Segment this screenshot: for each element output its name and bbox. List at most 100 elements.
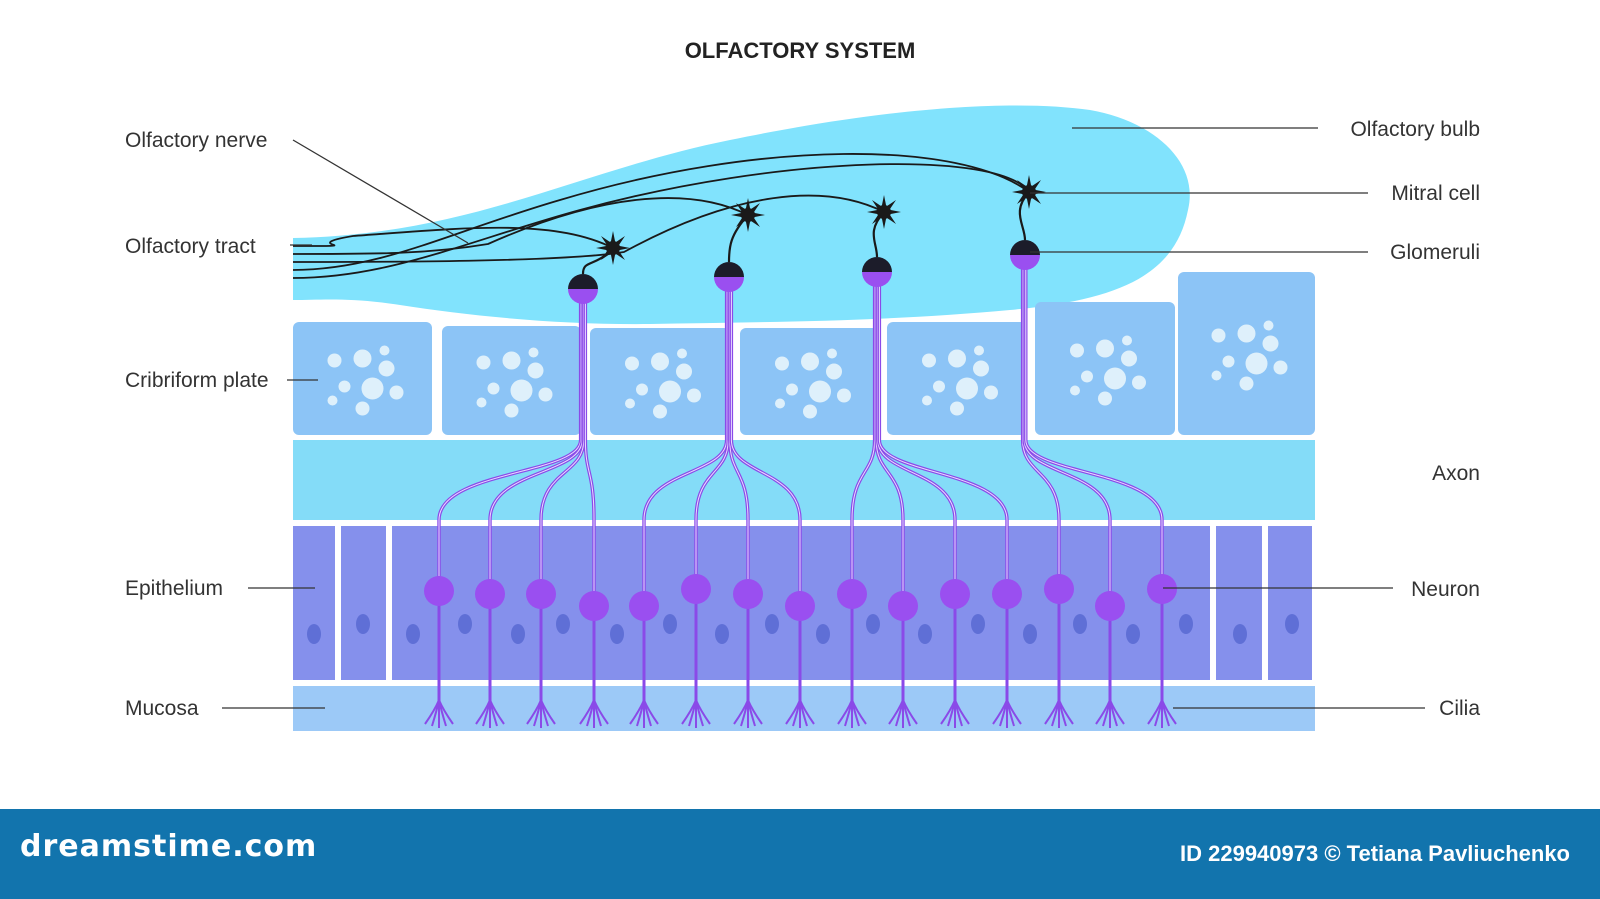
plate-pore — [527, 362, 544, 379]
supporting-cell-nucleus — [556, 614, 570, 634]
neuron-cell-body — [1044, 574, 1074, 604]
plate-pore — [378, 360, 395, 377]
plate-pore — [922, 395, 932, 406]
glomerulus-bottom — [714, 277, 744, 292]
tract-fiber — [292, 197, 749, 255]
cilia — [424, 589, 1177, 729]
cilium — [540, 699, 556, 725]
plate-pore — [653, 404, 667, 419]
plate-pore — [803, 404, 817, 419]
supporting-cell — [1216, 526, 1262, 680]
mitral-cell-body — [741, 208, 755, 222]
supporting-cell-nucleus — [1179, 614, 1193, 634]
plate-pore — [676, 363, 692, 380]
glomerulus-bottom — [568, 289, 598, 304]
cribriform-block — [740, 328, 880, 435]
cilium — [851, 699, 867, 725]
label-cribriform-plate: Cribriform plate — [125, 369, 269, 392]
cilium — [643, 699, 659, 725]
plate-pore — [1262, 335, 1279, 352]
cilium — [1109, 699, 1125, 725]
cilium — [747, 699, 763, 725]
axon-fiber-core — [438, 303, 582, 591]
leader-olfactory-nerve — [292, 139, 469, 244]
label-olfactory-nerve: Olfactory nerve — [125, 129, 267, 152]
supporting-cell — [1268, 526, 1312, 680]
label-olfactory-tract: Olfactory tract — [125, 235, 256, 258]
plate-pore — [775, 398, 785, 409]
plate-pore — [1098, 391, 1112, 406]
plate-pore — [950, 401, 964, 416]
axon-fiber-core — [1025, 269, 1163, 589]
cribriform-block — [293, 322, 432, 435]
axon-fiber-core — [1022, 269, 1060, 589]
cribriform-block — [590, 328, 730, 435]
plate-pore — [826, 363, 842, 380]
neuron-cell-body — [1147, 574, 1177, 604]
plate-pore — [355, 401, 370, 416]
plate-pore — [827, 348, 837, 359]
supporting-cell-nucleus — [715, 624, 729, 644]
plate-pore — [956, 377, 978, 400]
plate-pore — [1104, 367, 1126, 390]
plate-pore — [504, 403, 519, 418]
leader-lines — [222, 127, 1425, 709]
plate-pore — [1245, 352, 1268, 375]
neuron-cell-body — [785, 591, 815, 621]
tract-fiber — [292, 153, 1030, 271]
plate-pore — [476, 355, 491, 370]
cilium — [799, 699, 815, 725]
supporting-cell-nucleus — [356, 614, 370, 634]
label-mitral-cell: Mitral cell — [1391, 182, 1480, 205]
plate-pore — [379, 345, 390, 356]
cilium — [593, 699, 609, 725]
neurons — [424, 574, 1177, 621]
axon-fiber-core — [489, 303, 583, 594]
plate-pore — [1273, 360, 1288, 375]
plate-pore — [1211, 328, 1226, 343]
supporting-cell-nucleus — [511, 624, 525, 644]
plate-pore — [1096, 339, 1114, 358]
label-glomeruli: Glomeruli — [1390, 241, 1480, 264]
plate-pore — [353, 349, 372, 368]
cilium — [954, 699, 970, 725]
footer-credit: ID 229940973 © Tetiana Pavliuchenko — [1180, 841, 1570, 866]
plate-pore — [933, 380, 945, 393]
label-neuron: Neuron — [1411, 578, 1480, 601]
supporting-cell — [341, 526, 386, 680]
axon-fiber-core — [878, 286, 1008, 594]
plate-pore — [948, 349, 966, 368]
plate-pore — [786, 383, 798, 396]
cilium — [1006, 699, 1022, 725]
cribriform-block — [442, 326, 581, 435]
supporting-cell-nucleus — [866, 614, 880, 634]
supporting-cell-nucleus — [1233, 624, 1247, 644]
mitral-cell-body — [606, 241, 620, 255]
axon-fiber-core — [540, 303, 585, 594]
plate-pore — [1211, 370, 1222, 381]
neuron-cell-body — [681, 574, 711, 604]
axon-fiber-core — [643, 291, 728, 606]
cribriform-block — [887, 322, 1027, 435]
plate-pore — [327, 353, 342, 368]
plate-pore — [338, 380, 351, 393]
label-mucosa: Mucosa — [125, 697, 199, 720]
neuron-cell-body — [579, 591, 609, 621]
glomerulus-bottom — [1010, 255, 1040, 270]
neuron-cell-body — [837, 579, 867, 609]
plate-pore — [687, 388, 701, 403]
olfactory-tract-fibers — [292, 153, 1030, 279]
glomeruli — [568, 240, 1040, 304]
footer-bar: dreamstime.com ID 229940973 © Tetiana Pa… — [0, 809, 1600, 899]
glomerulus-top — [714, 262, 744, 277]
plate-pore — [528, 347, 539, 358]
cilium — [1058, 699, 1074, 725]
plate-pore — [510, 379, 533, 402]
axon-fiber-core — [730, 291, 801, 606]
neuron-cell-body — [629, 591, 659, 621]
glomerulus-top — [1010, 240, 1040, 255]
supporting-cell-nucleus — [1073, 614, 1087, 634]
neuron-cell-body — [888, 591, 918, 621]
tract-fiber — [292, 226, 614, 249]
axon-fiber-core — [1023, 269, 1111, 606]
